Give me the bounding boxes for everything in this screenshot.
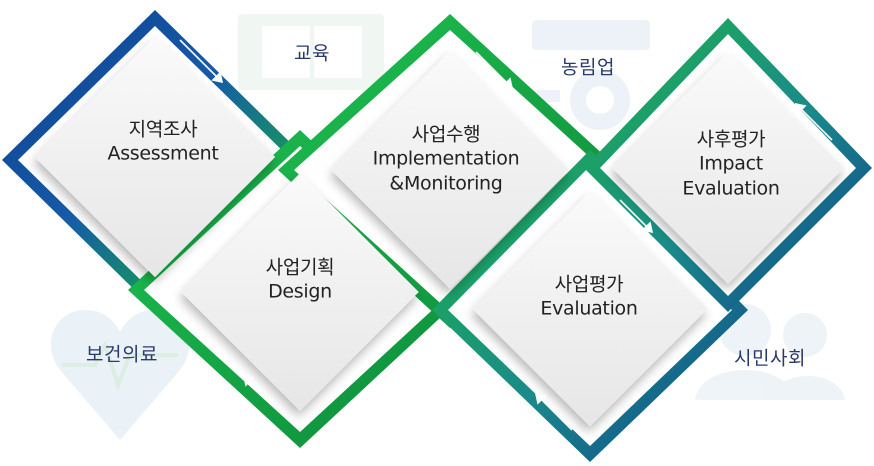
sector-education-label: 교육 xyxy=(294,42,330,65)
heart-pulse-icon xyxy=(50,310,190,440)
arrow-icon xyxy=(534,392,547,405)
step-assessment: 지역조사 Assessment xyxy=(108,118,219,167)
step-design-ko: 사업기획 xyxy=(265,256,335,279)
step-assessment-ko: 지역조사 xyxy=(128,118,198,141)
step-impact-en-2: Evaluation xyxy=(682,177,780,200)
step-assessment-en: Assessment xyxy=(107,143,219,165)
arrow-icon xyxy=(242,374,255,387)
step-implementation-ko: 사업수행 xyxy=(411,123,481,146)
step-evaluation-en: Evaluation xyxy=(540,298,638,320)
flow-arrows xyxy=(179,39,833,431)
card-impact xyxy=(612,52,844,284)
step-impact-ko: 사후평가 xyxy=(696,128,766,151)
book-icon xyxy=(238,14,384,90)
arrow-icon xyxy=(501,77,514,90)
step-evaluation-ko: 사업평가 xyxy=(554,273,624,296)
step-implementation-en-1: Implementation xyxy=(372,147,520,170)
arrow-icon xyxy=(794,102,807,115)
step-evaluation: 사업평가 Evaluation xyxy=(540,273,638,322)
sector-health-label: 보건의료 xyxy=(86,343,158,366)
sector-agriculture-label: 농림업 xyxy=(561,56,615,79)
step-design: 사업기획 Design xyxy=(266,256,335,305)
step-implementation-en-2: &Monitoring xyxy=(389,172,503,195)
arrow-icon xyxy=(641,221,654,234)
step-impact: 사후평가 Impact Evaluation xyxy=(682,128,780,201)
sector-civil-label: 시민사회 xyxy=(734,347,806,370)
step-design-en: Design xyxy=(268,281,332,303)
step-impact-en-1: Impact xyxy=(699,152,763,175)
arrow-icon xyxy=(211,71,224,84)
card-design xyxy=(181,173,419,411)
step-implementation: 사업수행 Implementation &Monitoring xyxy=(373,123,520,196)
